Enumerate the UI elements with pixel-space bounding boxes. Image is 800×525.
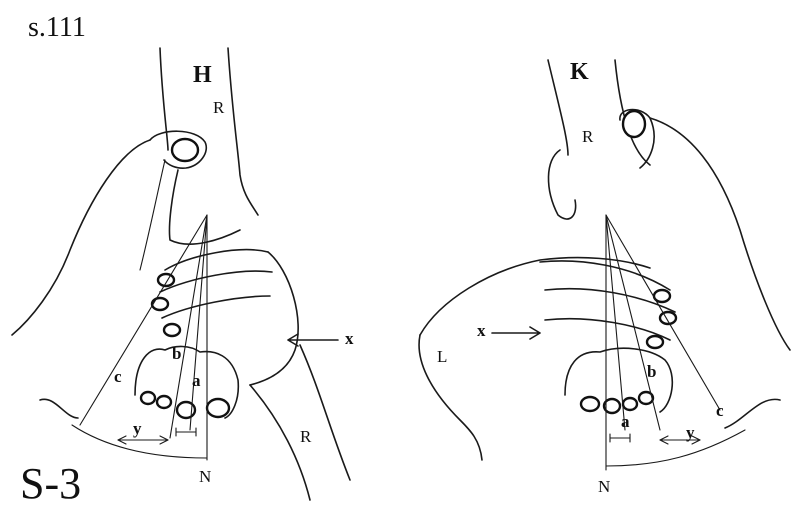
right-toenail-4: [637, 390, 655, 406]
right-line-b-label: b: [647, 362, 657, 381]
right-y-label: y: [686, 423, 695, 442]
right-n-label: N: [598, 477, 611, 496]
left-thumbnail: [170, 137, 200, 163]
left-wrist-outline: [299, 344, 351, 481]
left-finger-1: [164, 248, 269, 271]
right-line-b: [605, 214, 661, 431]
left-toenail-4: [205, 397, 231, 419]
left-finger-3: [161, 295, 271, 319]
right-palm-lower: [418, 334, 483, 461]
right-toenail-1: [579, 395, 601, 413]
right-fingernail-3: [645, 334, 665, 350]
left-upper-hand-inner: [139, 159, 166, 271]
right-arc-a-marks: [609, 433, 631, 443]
left-fingernail-2: [150, 296, 170, 312]
right-line-a-label: a: [621, 412, 630, 431]
left-leg-outline-right: [227, 47, 259, 216]
right-thumbnail: [621, 109, 647, 139]
right-side-label-upper: R: [582, 127, 594, 146]
right-finger-3: [544, 317, 671, 341]
right-ground-line: [724, 398, 781, 429]
right-line-c-label: c: [716, 401, 724, 420]
left-line-a-label: a: [192, 371, 201, 390]
right-side-label-left: L: [437, 347, 448, 366]
right-arc: [605, 429, 746, 467]
left-panel-title: H: [193, 62, 212, 88]
right-panel-title: K: [570, 59, 589, 85]
left-leg-outline: [159, 47, 169, 151]
left-n-label: N: [199, 467, 212, 486]
right-upper-hand-outline: [649, 117, 791, 351]
right-leg-outline-left: [547, 59, 569, 156]
left-ground-line: [39, 398, 79, 419]
right-back-fingers: [547, 149, 577, 220]
right-arc-y-arrow-1: [659, 435, 669, 445]
left-finger-2: [159, 270, 273, 293]
left-toes-outline: [134, 345, 240, 419]
left-line-c: [79, 214, 208, 426]
right-panel-drawing: [418, 59, 791, 471]
left-side-label-upper: R: [213, 98, 225, 117]
left-toenail-3: [175, 400, 197, 420]
right-arc-y-arrow-2: [691, 435, 701, 445]
left-arc: [71, 424, 208, 459]
right-fingernail-1: [652, 288, 672, 304]
left-fingernail-1: [156, 272, 176, 288]
left-fingernail-3: [162, 322, 182, 338]
left-side-label-lower: R: [300, 427, 312, 446]
right-fingernail-2: [658, 310, 678, 326]
left-lower-hand-back: [249, 384, 311, 501]
right-x-arrow: [491, 326, 541, 340]
left-arc-y-arrow-1: [117, 435, 127, 445]
right-x-label: x: [477, 321, 486, 340]
left-line-a: [189, 214, 208, 431]
right-finger-2: [544, 287, 676, 313]
page-reference: s.111: [28, 12, 86, 43]
left-line-b: [169, 214, 208, 439]
right-toes-outline: [564, 347, 674, 413]
left-line-b-label: b: [172, 344, 182, 363]
left-upper-hand-outline: [11, 139, 151, 336]
left-toenail-2: [155, 394, 173, 410]
left-x-label: x: [345, 329, 354, 348]
right-line-a: [605, 214, 626, 431]
left-panel-drawing: [11, 47, 351, 501]
left-lower-hand-outline: [249, 251, 299, 386]
left-toenail-1: [139, 390, 157, 406]
left-y-label: y: [133, 419, 142, 438]
right-toenail-2: [602, 397, 622, 415]
left-x-arrow: [287, 333, 339, 347]
left-arc-y-arrow-2: [159, 435, 169, 445]
figure-id: S-3: [20, 459, 82, 508]
left-line-c-label: c: [114, 367, 122, 386]
left-heel-outline: [168, 169, 241, 245]
left-thumb-outline: [149, 130, 207, 169]
right-toenail-3: [621, 396, 639, 412]
left-arc-a-marks: [175, 427, 197, 437]
right-line-c: [605, 214, 721, 411]
right-finger-1: [539, 260, 671, 291]
